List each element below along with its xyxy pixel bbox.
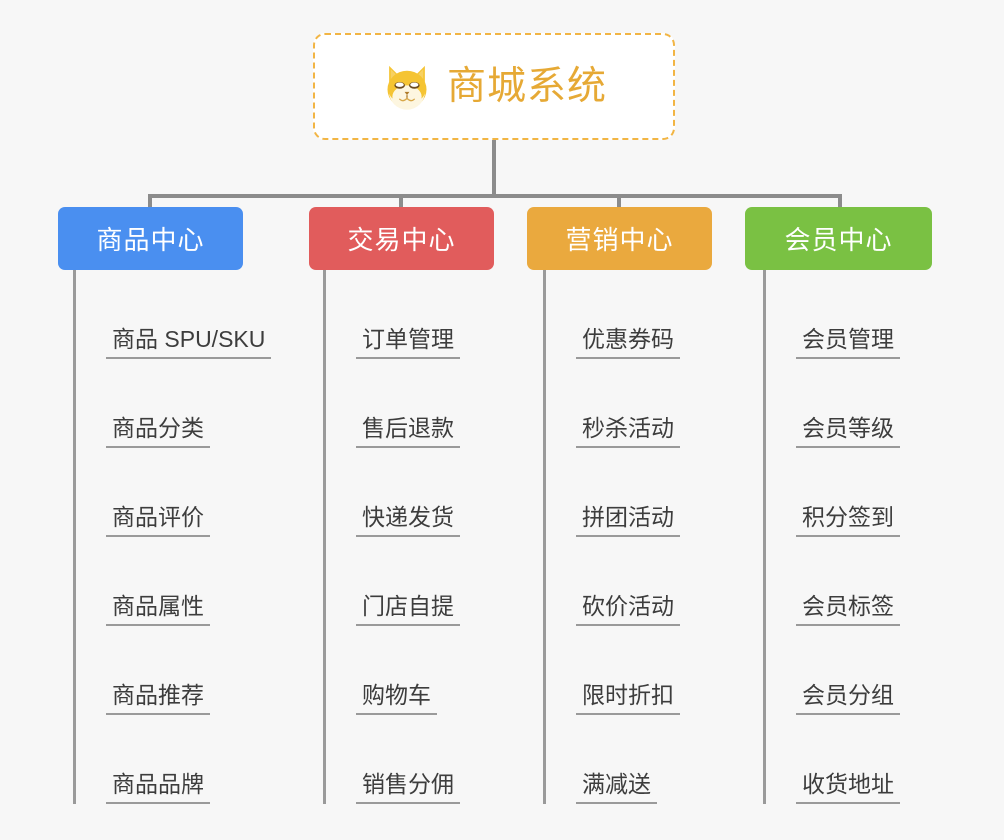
leaf-label: 快递发货 <box>356 504 460 537</box>
leaf-label: 优惠券码 <box>576 326 680 359</box>
leaf-item[interactable]: 拼团活动 <box>543 448 680 537</box>
leaf-label: 订单管理 <box>356 326 460 359</box>
root-node[interactable]: 商城系统 <box>313 33 675 140</box>
category-label-2: 营销中心 <box>565 225 674 255</box>
category-box-3[interactable]: 会员中心 <box>745 207 932 270</box>
leaf-label: 会员管理 <box>796 326 900 359</box>
leaf-item[interactable]: 商品分类 <box>73 359 271 448</box>
leaf-item[interactable]: 商品推荐 <box>73 626 271 715</box>
leaf-label: 积分签到 <box>796 504 900 537</box>
leaf-label: 收货地址 <box>796 771 900 804</box>
connector-drop-3 <box>617 194 621 210</box>
leaf-label: 限时折扣 <box>576 682 680 715</box>
category-box-1[interactable]: 交易中心 <box>309 207 494 270</box>
leaf-item[interactable]: 限时折扣 <box>543 626 680 715</box>
branch-spine-1 <box>323 270 326 804</box>
branch-column-1: 订单管理 售后退款 快递发货 门店自提 购物车 销售分佣 <box>323 270 460 804</box>
connector-drop-4 <box>838 194 842 210</box>
leaf-item[interactable]: 商品 SPU/SKU <box>73 270 272 359</box>
leaf-label: 购物车 <box>356 682 437 715</box>
leaf-item[interactable]: 商品品牌 <box>73 715 271 804</box>
category-label-3: 会员中心 <box>784 225 893 255</box>
leaf-item[interactable]: 订单管理 <box>323 270 460 359</box>
branch-column-0: 商品 SPU/SKU 商品分类 商品评价 商品属性 商品推荐 商品品牌 <box>73 270 272 804</box>
leaf-label: 门店自提 <box>356 593 460 626</box>
root-title: 商城系统 <box>446 65 607 108</box>
leaf-label: 商品 SPU/SKU <box>106 326 272 359</box>
connector-horizontal-bus <box>148 194 842 198</box>
connector-drop-1 <box>148 194 152 210</box>
leaf-label: 销售分佣 <box>356 771 460 804</box>
leaf-item[interactable]: 会员等级 <box>763 359 900 448</box>
leaf-label: 商品评价 <box>106 504 210 537</box>
leaf-item[interactable]: 快递发货 <box>323 448 460 537</box>
leaf-label: 售后退款 <box>356 415 460 448</box>
leaf-item[interactable]: 商品评价 <box>73 448 271 537</box>
branch-spine-3 <box>763 270 766 804</box>
leaf-label: 商品品牌 <box>106 771 210 804</box>
branch-spine-2 <box>543 270 546 804</box>
leaf-item[interactable]: 购物车 <box>323 626 460 715</box>
leaf-item[interactable]: 门店自提 <box>323 537 460 626</box>
leaf-item[interactable]: 销售分佣 <box>323 715 460 804</box>
category-label-0: 商品中心 <box>96 225 205 255</box>
leaf-label: 会员等级 <box>796 415 900 448</box>
category-box-0[interactable]: 商品中心 <box>58 207 243 270</box>
leaf-label: 会员标签 <box>796 593 900 626</box>
leaf-item[interactable]: 秒杀活动 <box>543 359 680 448</box>
leaf-item[interactable]: 售后退款 <box>323 359 460 448</box>
leaf-item[interactable]: 满减送 <box>543 715 680 804</box>
leaf-label: 砍价活动 <box>576 593 680 626</box>
leaf-item[interactable]: 收货地址 <box>763 715 900 804</box>
leaf-label: 会员分组 <box>796 682 900 715</box>
leaf-item[interactable]: 优惠券码 <box>543 270 680 359</box>
leaf-label: 拼团活动 <box>576 504 680 537</box>
leaf-item[interactable]: 商品属性 <box>73 537 271 626</box>
leaf-item[interactable]: 砍价活动 <box>543 537 680 626</box>
shiba-dog-icon <box>387 65 427 110</box>
leaf-label: 商品分类 <box>106 415 210 448</box>
category-box-2[interactable]: 营销中心 <box>527 207 712 270</box>
leaf-item[interactable]: 积分签到 <box>763 448 900 537</box>
leaf-item[interactable]: 会员管理 <box>763 270 900 359</box>
connector-root-stem <box>492 140 496 198</box>
leaf-label: 秒杀活动 <box>576 415 680 448</box>
leaf-item[interactable]: 会员标签 <box>763 537 900 626</box>
leaf-label: 商品属性 <box>106 593 210 626</box>
leaf-label: 商品推荐 <box>106 682 210 715</box>
branch-column-2: 优惠券码 秒杀活动 拼团活动 砍价活动 限时折扣 满减送 <box>543 270 680 804</box>
category-label-1: 交易中心 <box>347 225 456 255</box>
branch-spine-0 <box>73 270 76 804</box>
connector-drop-2 <box>399 194 403 210</box>
branch-column-3: 会员管理 会员等级 积分签到 会员标签 会员分组 收货地址 <box>763 270 900 804</box>
leaf-label: 满减送 <box>576 771 657 804</box>
leaf-item[interactable]: 会员分组 <box>763 626 900 715</box>
